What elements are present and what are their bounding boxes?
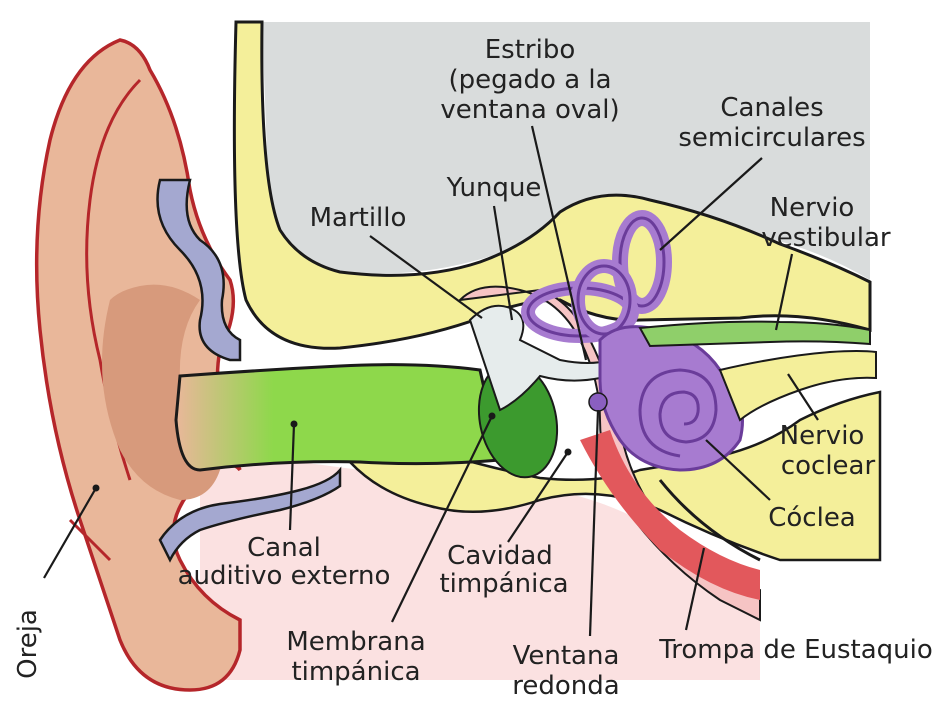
vestibular-nerve	[638, 320, 871, 348]
lobe-line	[68, 518, 112, 562]
leader-membrana	[391, 415, 493, 623]
cochlear-nerve	[718, 350, 877, 422]
label-trompa: Trompa de Eustaquio	[658, 635, 933, 665]
label-canal-1: Canal	[247, 533, 321, 563]
leader-oreja	[43, 487, 97, 579]
label-nervio-vestibular-1: Nervio	[770, 193, 855, 223]
label-ventana-1: Ventana	[513, 641, 620, 671]
dot-canal	[290, 420, 298, 428]
label-martillo: Martillo	[310, 203, 407, 233]
label-ventana-2: redonda	[512, 671, 619, 701]
dot-membrana	[488, 412, 496, 420]
leader-canales	[659, 157, 763, 251]
leader-estribo	[530, 125, 588, 361]
cartilage-upper	[156, 178, 242, 362]
leader-canal	[288, 423, 296, 531]
label-nervio-vestibular-2: vestibular	[761, 223, 890, 253]
leader-trompa	[684, 547, 706, 631]
leader-nervio-coclear	[787, 373, 819, 421]
leader-martillo	[369, 235, 483, 319]
label-canales-2: semicirculares	[678, 123, 865, 153]
label-canal-2: auditivo externo	[178, 561, 391, 591]
round-window	[588, 392, 608, 412]
cartilage-lower	[158, 466, 342, 563]
label-membrana-2: timpánica	[291, 657, 420, 687]
dot-oreja	[92, 484, 100, 492]
external-auditory-canal	[174, 363, 502, 472]
leader-coclea	[705, 439, 771, 501]
label-membrana-1: Membrana	[286, 627, 425, 657]
leader-ventana	[588, 409, 600, 637]
leader-yunque	[492, 205, 514, 321]
eustachian-tube	[580, 430, 760, 600]
label-cavidad-1: Cavidad	[447, 541, 553, 571]
bone-band-upper	[232, 20, 872, 350]
label-estribo-2: (pegado a la	[448, 65, 611, 95]
label-oreja: Oreja	[13, 609, 43, 679]
dot-cavidad	[564, 448, 572, 456]
leader-nervio-vestibular	[774, 253, 794, 331]
label-yunque: Yunque	[446, 173, 542, 203]
label-canales-1: Canales	[720, 93, 823, 123]
label-estribo-1: Estribo	[485, 35, 576, 65]
lower-tissue-region	[200, 461, 760, 680]
label-nervio-coclear-2: coclear	[781, 451, 876, 481]
skull-region	[262, 22, 870, 280]
label-cavidad-2: timpánica	[439, 569, 568, 599]
label-coclea: Cóclea	[768, 503, 856, 533]
leader-cavidad	[507, 451, 569, 543]
label-estribo-3: ventana oval)	[440, 95, 619, 125]
label-nervio-coclear-1: Nervio	[780, 421, 865, 451]
eustachian-tube-outline	[658, 479, 761, 562]
